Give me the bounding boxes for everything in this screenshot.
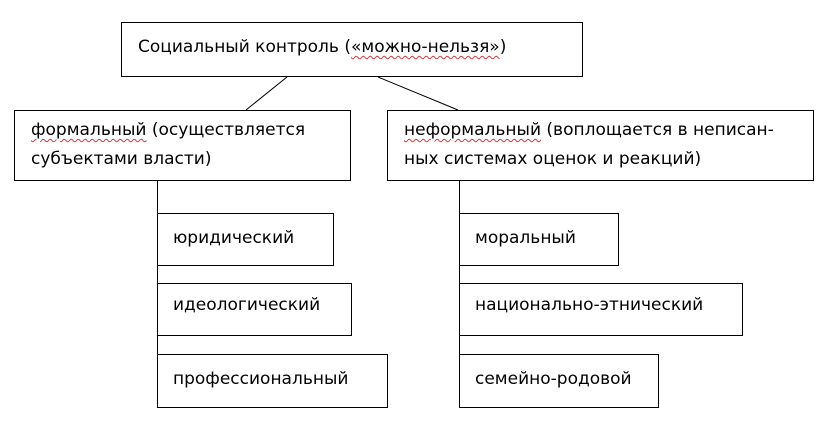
informal-child-moral-label: моральный bbox=[475, 228, 576, 248]
root-label-prefix: Социальный контроль ( bbox=[138, 37, 351, 57]
informal-child-family: семейно-родовой bbox=[459, 354, 659, 408]
connector-root-formal bbox=[245, 76, 288, 111]
formal-child-legal: юридический bbox=[157, 213, 334, 266]
formal-child-ideological: идеологический bbox=[157, 283, 352, 336]
informal-node-line1: неформальный (воплощается в неписан- bbox=[404, 117, 774, 144]
informal-node: неформальный (воплощается в неписан- ных… bbox=[387, 110, 814, 181]
connector-root-informal bbox=[377, 76, 459, 111]
formal-child-professional: профессиональный bbox=[157, 354, 388, 408]
informal-child-national: национально-этнический bbox=[459, 283, 743, 336]
root-label-suffix: ) bbox=[499, 37, 507, 57]
informal-label-marked: неформальный bbox=[404, 120, 542, 140]
informal-label-rest: (воплощается в неписан- bbox=[541, 120, 774, 140]
formal-child-professional-label: профессиональный bbox=[173, 369, 349, 389]
formal-node: формальный (осуществляется субъектами вл… bbox=[14, 110, 351, 181]
informal-label-line2: ных системах оценок и реакций) bbox=[404, 149, 702, 169]
formal-child-ideological-label: идеологический bbox=[173, 295, 321, 315]
informal-node-line2: ных системах оценок и реакций) bbox=[404, 146, 701, 173]
formal-label-line2: субъектами власти) bbox=[31, 149, 212, 169]
formal-label-rest: (осуществляется bbox=[146, 120, 306, 140]
formal-node-line2: субъектами власти) bbox=[31, 146, 211, 173]
informal-child-moral: моральный bbox=[459, 213, 619, 266]
root-node: Социальный контроль («можно-нельзя») bbox=[121, 22, 583, 77]
formal-child-legal-label: юридический bbox=[173, 228, 295, 248]
informal-child-national-label: национально-этнический bbox=[475, 295, 704, 315]
root-node-label: Социальный контроль («можно-нельзя») bbox=[138, 34, 506, 61]
informal-child-family-label: семейно-родовой bbox=[475, 369, 632, 389]
root-label-marked: «можно-нельзя» bbox=[350, 37, 500, 57]
formal-node-line1: формальный (осуществляется bbox=[31, 117, 305, 144]
formal-label-marked: формальный bbox=[31, 120, 147, 140]
